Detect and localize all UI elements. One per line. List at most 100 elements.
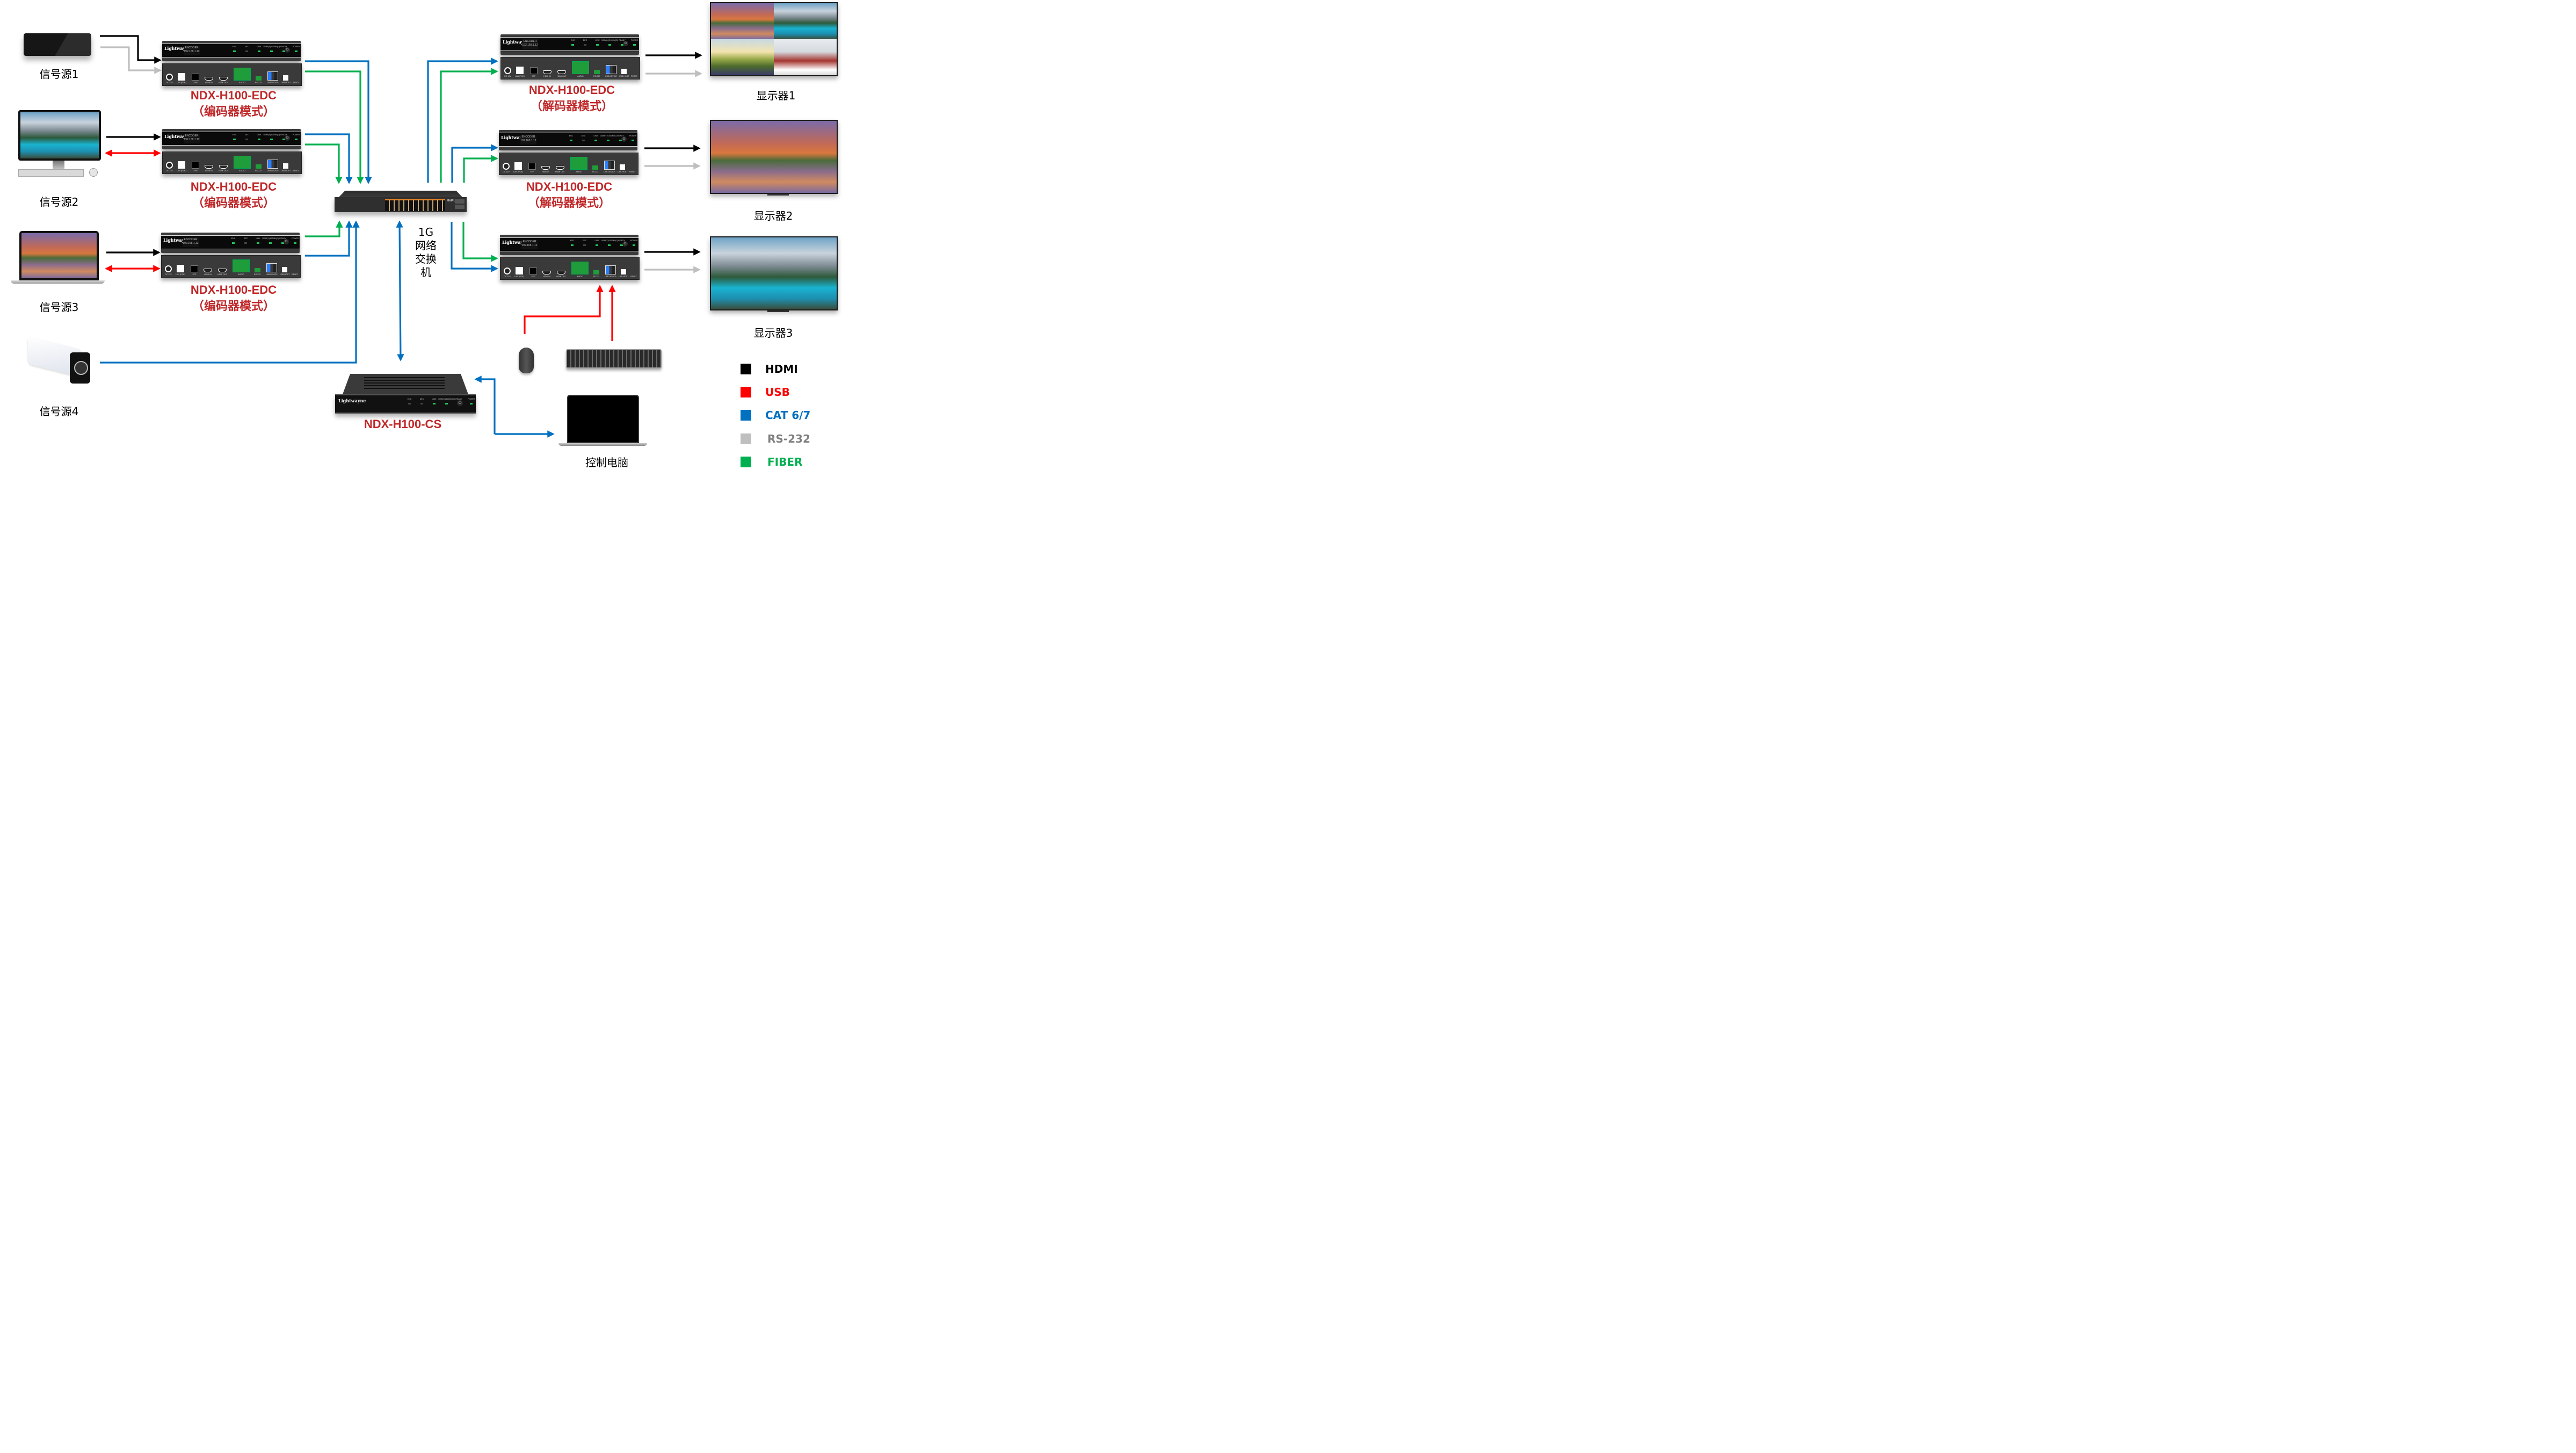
vent-slots (364, 377, 445, 390)
led-indicator (608, 244, 611, 246)
port-label: RS-232 (593, 75, 600, 77)
port-connector (165, 265, 172, 272)
rear-port: USB HOST (281, 75, 291, 84)
status-led: READY (279, 46, 288, 52)
power-button-icon[interactable]: ⏻ (284, 239, 289, 244)
rear-port: RESET (630, 274, 637, 278)
status-led: READY (616, 135, 625, 141)
usb-link-keyboard-to-dec3 (524, 285, 604, 334)
led-indicator (258, 50, 260, 52)
status-led: LINK (430, 398, 439, 404)
port-connector (177, 161, 185, 169)
status-led: 100M(Y)/1000M(G) (263, 134, 280, 140)
rear-port: HDMI IN (543, 70, 552, 77)
status-led: DEC (242, 134, 251, 140)
power-button-icon[interactable]: ⏻ (623, 41, 628, 46)
port-label: USB DEVICE (604, 171, 615, 173)
rear-port: HDMI OUT (219, 165, 228, 172)
port-label: HDMI OUT (219, 170, 228, 172)
rear-port: LAN (POE) (177, 161, 186, 172)
rear-port: HDMI OUT (555, 166, 565, 173)
led-indicator (244, 242, 247, 244)
control-pc-screen (567, 395, 639, 443)
mode-name: （编码器模式） (192, 196, 275, 209)
model-name: NDX-H100-EDC (190, 89, 277, 102)
status-led: POWER (629, 240, 638, 246)
network-switch: MAIPU (335, 191, 467, 213)
display-3-label: 显示器3 (753, 327, 793, 339)
port-label: USB DEVICE (267, 170, 279, 172)
led-label: ENC (231, 237, 236, 240)
led-indicator (282, 139, 285, 140)
led-indicator (233, 50, 236, 52)
rear-port: SFP (192, 162, 199, 172)
port-connector (516, 67, 524, 74)
led-label: READY (280, 46, 287, 48)
port-label: LAN (POE) (513, 171, 523, 173)
port-label: HDMI OUT (217, 273, 227, 276)
power-button-icon[interactable]: ⏻ (621, 136, 627, 142)
port-label: USB HOST (619, 276, 629, 278)
switch-label-line: 交换 (415, 252, 437, 265)
port-label: RS-232 (254, 273, 261, 276)
led-indicator (408, 403, 411, 404)
legend-item-hdmi: HDMI (741, 363, 798, 375)
led-indicator (420, 403, 423, 404)
switch-label-line: 机 (420, 266, 431, 279)
rear-port: DC 12V (503, 163, 510, 173)
status-led: LINK (255, 46, 264, 52)
led-label: ENC (232, 134, 237, 136)
power-button-icon[interactable]: ⏻ (457, 400, 463, 406)
port-label: HDMI IN (543, 75, 551, 77)
port-connector (234, 68, 251, 81)
cat-link-controller-to-control_pc (474, 375, 496, 434)
led-label: ENC (407, 398, 412, 400)
rear-port: USB DEVICE (267, 160, 279, 172)
rs232-link-src1-to-enc1 (100, 46, 162, 74)
led-indicator (258, 139, 260, 140)
port-connector (166, 74, 173, 81)
led-label: ENC (232, 46, 237, 48)
status-led: 100M(Y)/1000M(G) (263, 46, 280, 52)
mode-name: （解码器模式） (527, 196, 611, 209)
rear-port: AUDIO (234, 68, 251, 84)
power-button-icon[interactable]: ⏻ (285, 135, 290, 141)
usb-link-mouse-to-dec3 (462, 222, 498, 262)
camera-lens (74, 361, 88, 375)
status-led: ENC (567, 135, 576, 141)
led-label: 100M(Y)/1000M(G) (263, 46, 280, 48)
legend-swatch (741, 410, 751, 421)
rear-port: SFP (530, 67, 538, 77)
led-indicator (584, 44, 586, 46)
led-label: DEC (583, 39, 587, 41)
led-indicator (269, 242, 272, 244)
port-connector (254, 268, 260, 272)
legend-item-fiber: FIBER (741, 456, 802, 468)
led-label: POWER (630, 240, 638, 242)
decoder-1-model-label: NDX-H100-EDC （解码器模式） (499, 82, 644, 114)
status-led: ENC (568, 240, 577, 246)
port-connector (592, 165, 598, 170)
port-label: RESET (292, 273, 298, 276)
port-connector (620, 164, 626, 170)
power-button-icon[interactable]: ⏻ (622, 241, 628, 247)
display-1-label: 显示器1 (756, 89, 796, 102)
power-button-icon[interactable]: ⏻ (285, 47, 290, 53)
status-led: LINK (255, 134, 264, 140)
led-label: POWER (630, 39, 638, 41)
cat-link-enc2-to-switch (305, 133, 353, 184)
rear-port: DC 12V (166, 162, 173, 172)
